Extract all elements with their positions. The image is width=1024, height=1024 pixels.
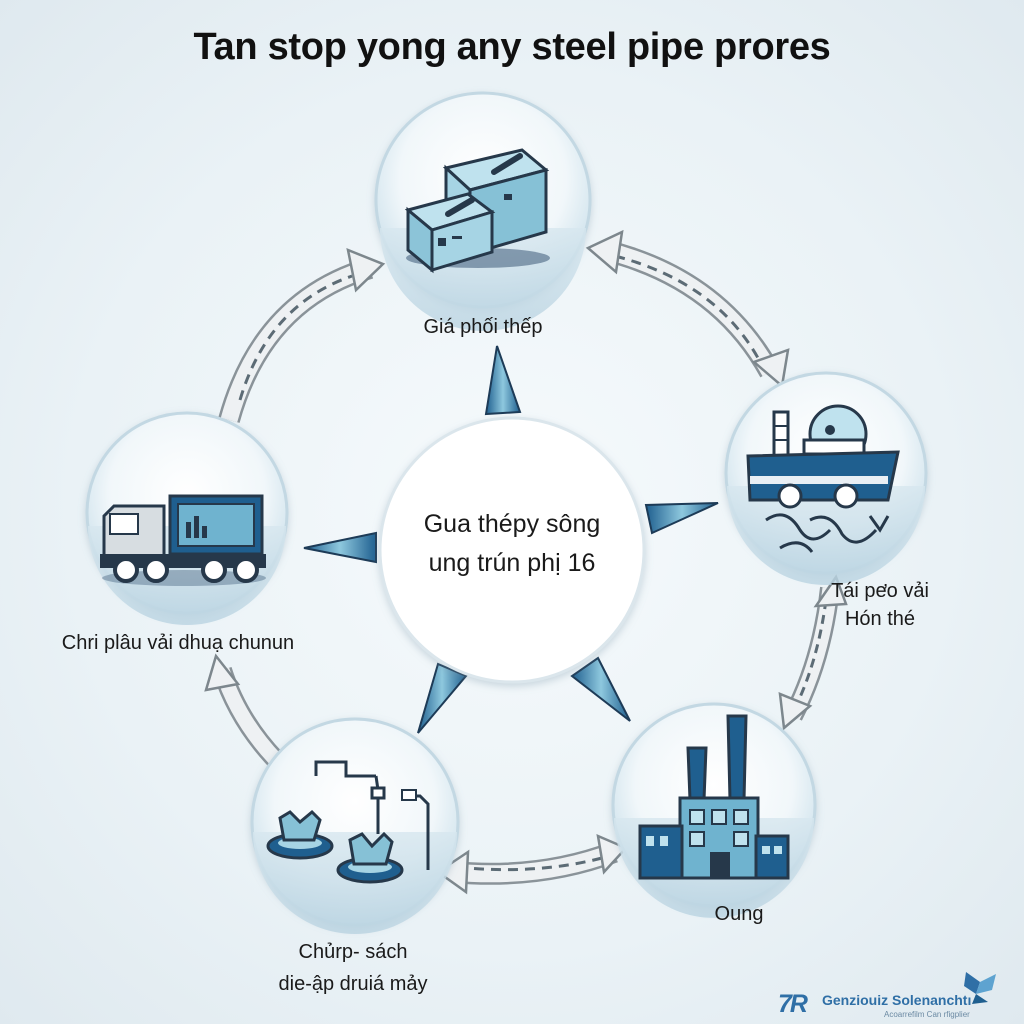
truck-icon — [100, 494, 266, 586]
pointer-bottom-left — [417, 662, 468, 734]
label-shipping-line2: Hón thé — [844, 608, 916, 630]
center-text: Gua thépy sông ung trún phị 16 — [388, 505, 636, 583]
arrow-factory-to-processing — [435, 833, 629, 895]
pointer-left — [303, 531, 377, 564]
brand-tagline: Acoarrefilm Can rfigplier — [884, 1010, 970, 1019]
center-line1: Gua thépy sông — [423, 510, 601, 538]
brand-name: Genziouiz Solenanchtı — [822, 992, 972, 1008]
arrow-raw-to-shipping — [585, 229, 790, 389]
machining-icon — [266, 760, 430, 884]
page-title: Tan stop yong any steel pipe prores — [193, 26, 831, 68]
label-processing-line1: Chủrp- sách — [298, 941, 408, 963]
pointer-bottom-right — [570, 656, 631, 722]
label-processing: Chủrp- sách die-ập druiá mảy — [228, 936, 478, 1000]
node-processing — [250, 717, 460, 934]
steel-blocks-icon — [404, 148, 550, 274]
brand-logo: 7R — [778, 990, 808, 1018]
center-line2: ung trún phị 16 — [428, 549, 596, 577]
node-raw-material — [374, 91, 592, 331]
arrow-transport-to-raw — [218, 247, 386, 423]
arrow-shipping-to-factory — [778, 574, 848, 731]
node-transport — [85, 411, 289, 625]
label-raw-material: Giá phối thếp — [423, 316, 543, 338]
arrow-processing-to-transport — [204, 653, 284, 767]
label-shipping: Tái pe̛o vải Hón thé — [790, 577, 970, 633]
label-processing-line2: die-ập druiá mảy — [278, 973, 428, 995]
center-circle — [378, 416, 646, 684]
brand-footer: 7R Genziouiz Solenanchtı Acoarrefilm Can… — [778, 988, 1018, 1022]
pointer-top — [484, 345, 522, 416]
flow-arrows — [204, 229, 848, 895]
label-shipping-line1: Tái pe̛o vải — [831, 580, 929, 602]
label-transport: Chri plâu vải dhuạ chunun — [61, 632, 295, 654]
factory-icon — [638, 714, 790, 880]
node-factory — [611, 702, 817, 918]
label-factory: Oung — [714, 903, 764, 925]
pointer-right — [644, 502, 719, 535]
ship-icon — [746, 404, 900, 553]
center-pointers — [303, 345, 719, 734]
node-shipping — [724, 371, 928, 585]
brand-bird-icon — [964, 972, 996, 1004]
